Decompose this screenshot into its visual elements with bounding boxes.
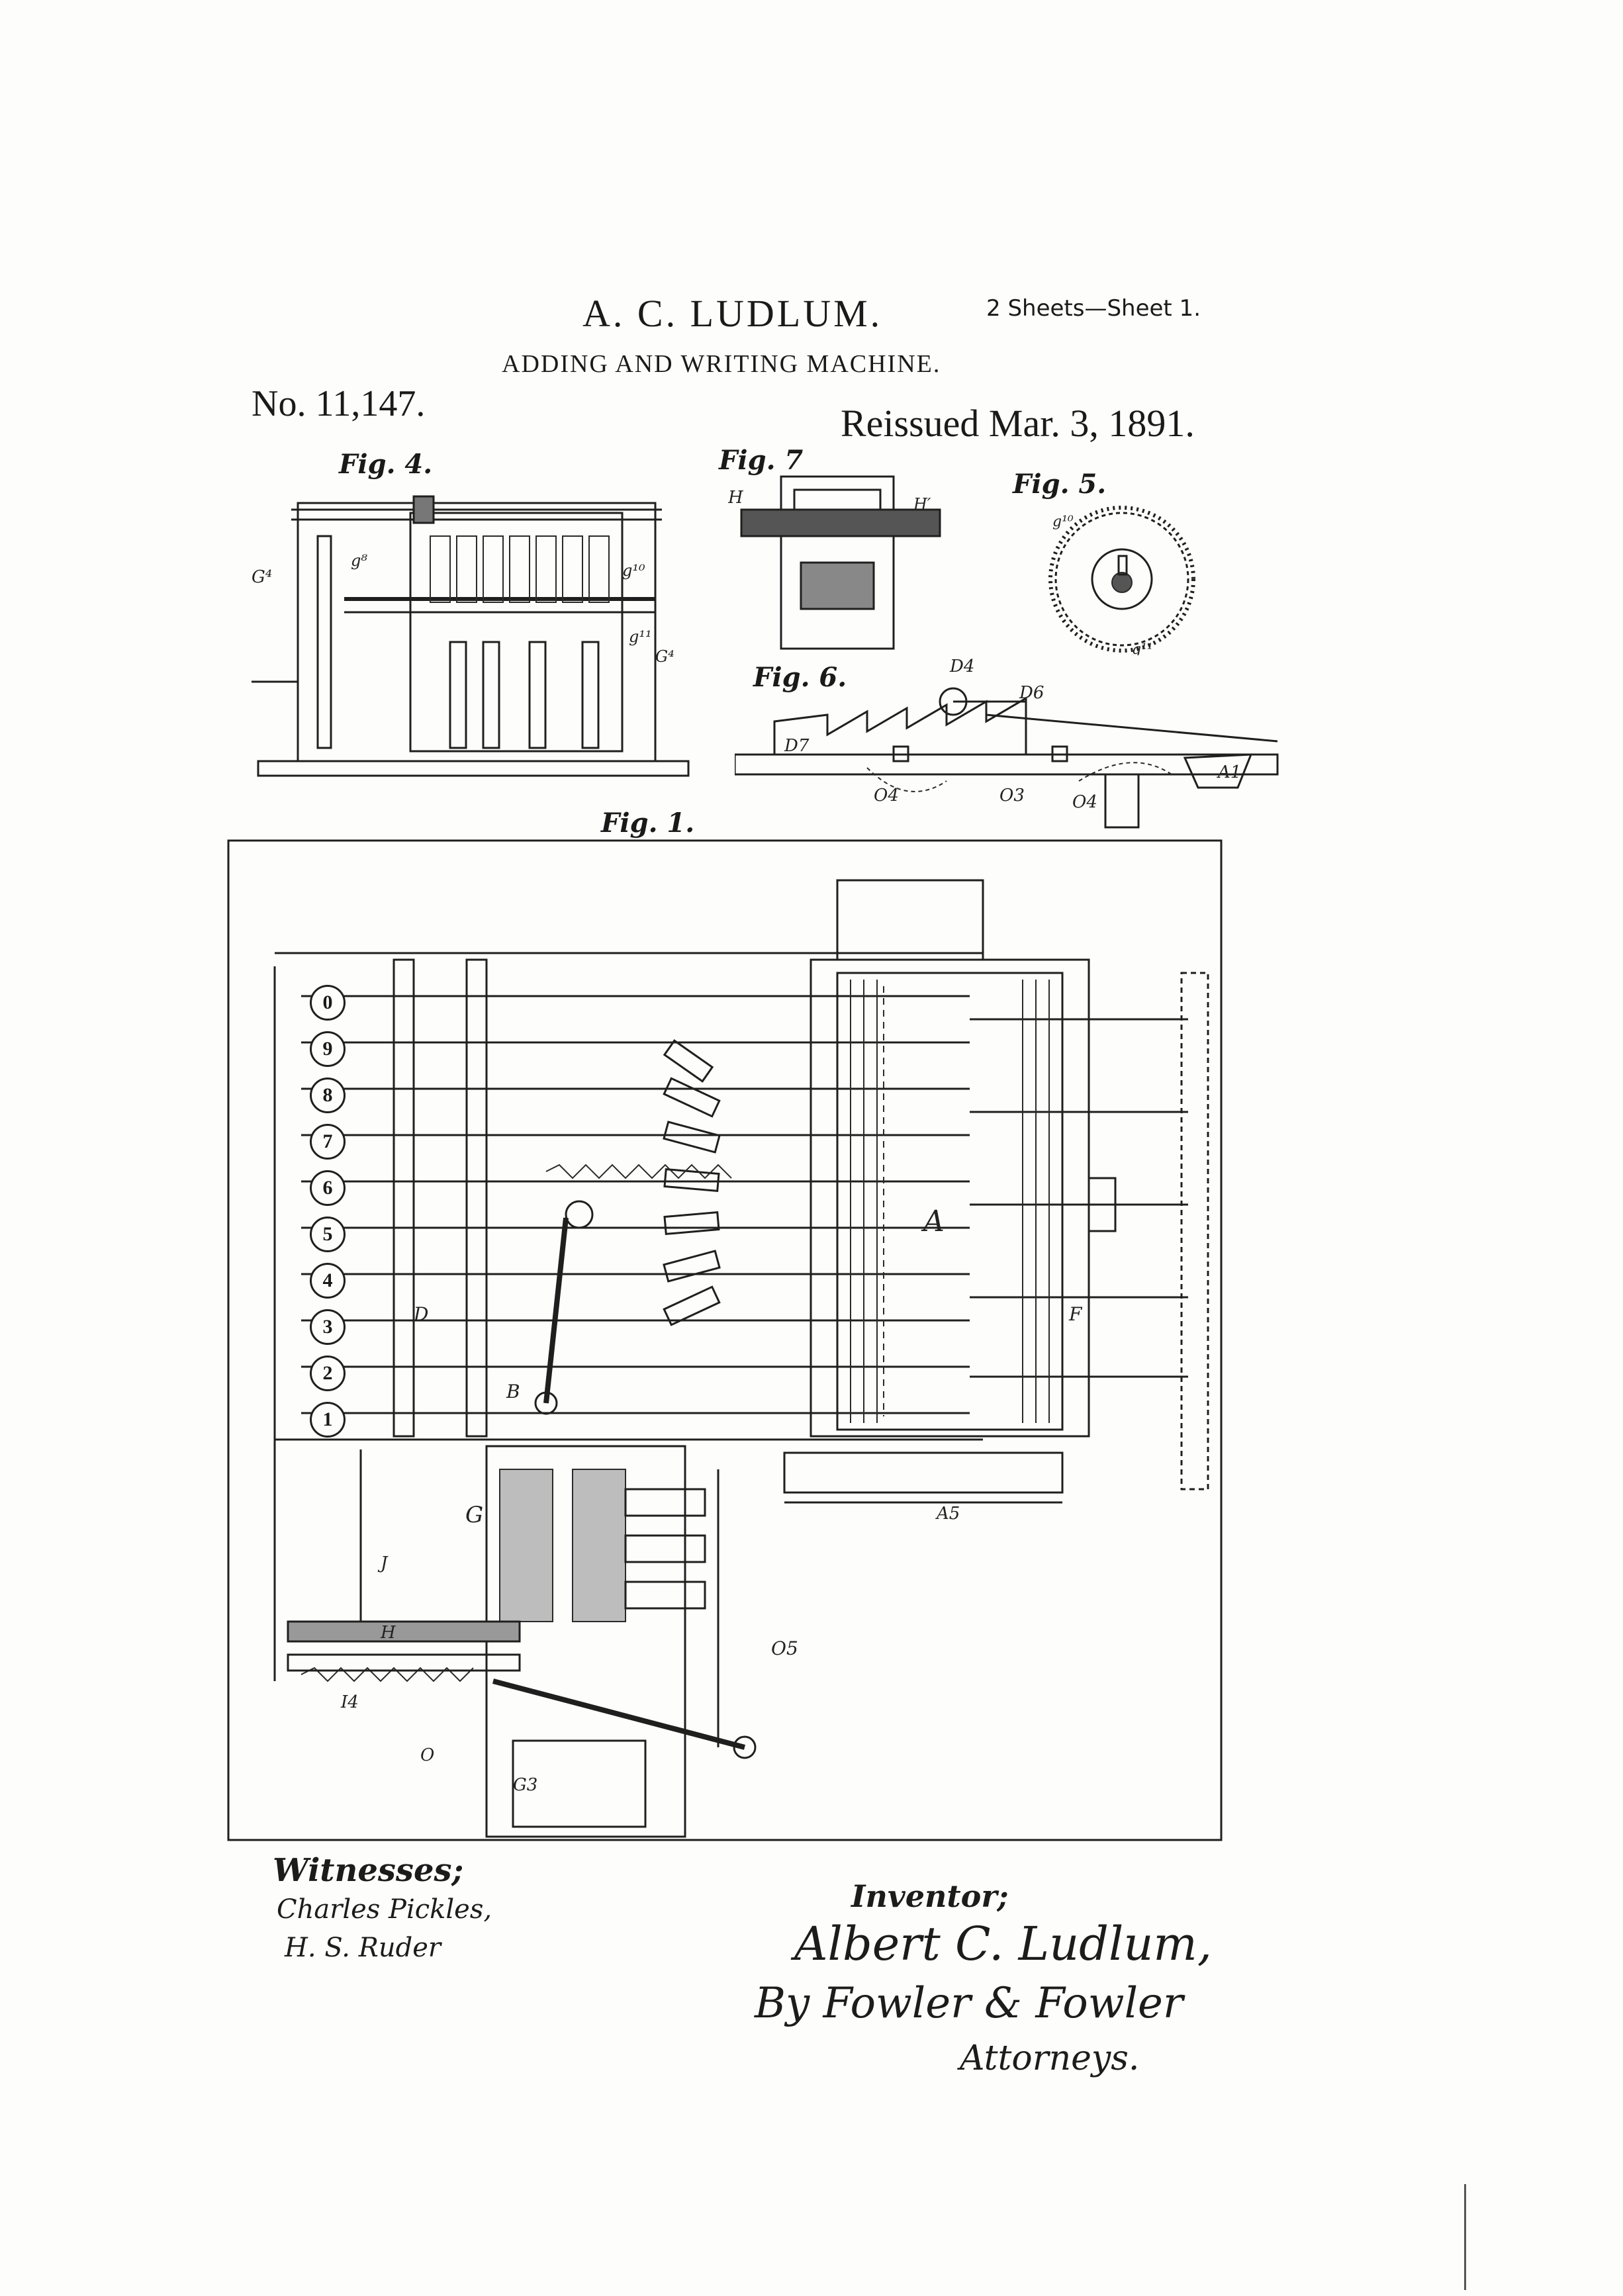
fig6-label-a1: A1: [1217, 762, 1241, 782]
attorneys-label: Attorneys.: [960, 2039, 1140, 2078]
fig1-drawing: A B D F G J O O5 A5 G3 I4 H: [227, 839, 1223, 1841]
fig7-drawing: H H′: [728, 475, 941, 650]
svg-text:g¹¹: g¹¹: [629, 627, 652, 646]
fig1-label-i4: I4: [340, 1692, 359, 1712]
witness-1-signature: Charles Pickles,: [277, 1894, 492, 1925]
svg-text:G⁴: G⁴: [655, 647, 674, 666]
svg-text:g¹¹: g¹¹: [1132, 641, 1153, 655]
key-1: 1: [310, 1402, 346, 1438]
svg-text:g⁸: g⁸: [351, 551, 367, 570]
fig6-label-d7: D7: [784, 736, 810, 756]
fig1-label-o: O: [420, 1745, 434, 1765]
fig1-label-a5: A5: [935, 1504, 960, 1524]
key-6: 6: [310, 1170, 346, 1206]
fig6-label: Fig. 6.: [753, 662, 847, 693]
fig1-label-g3: G3: [513, 1775, 537, 1795]
fig5-drawing: g¹⁰ g¹¹: [1048, 506, 1195, 655]
fig1-label-d: D: [413, 1303, 428, 1325]
fig7-label: Fig. 7: [719, 445, 804, 476]
fig6-label-d6: D6: [1019, 683, 1044, 703]
fig1-label-o5: O5: [771, 1637, 798, 1659]
inventor-signature: Albert C. Ludlum,: [794, 1917, 1213, 1971]
fig6-label-o4a: O4: [874, 786, 899, 805]
svg-text:g¹⁰: g¹⁰: [1052, 514, 1074, 530]
svg-text:H: H: [728, 488, 744, 508]
key-7: 7: [310, 1124, 346, 1160]
svg-text:H′: H′: [913, 495, 931, 514]
fig6-label-d4: D4: [949, 657, 974, 676]
fig1-label-g: G: [465, 1502, 483, 1528]
fig4-label: Fig. 4.: [339, 449, 433, 480]
fig6-label-o4b: O4: [1072, 792, 1097, 812]
key-3: 3: [310, 1309, 346, 1345]
svg-text:G⁴: G⁴: [252, 567, 272, 587]
witness-2-signature: H. S. Ruder: [285, 1933, 441, 1963]
key-5: 5: [310, 1217, 346, 1252]
key-9: 9: [310, 1031, 346, 1067]
sheet-count: 2 Sheets—Sheet 1.: [986, 295, 1201, 322]
fig1-label-h: H: [380, 1623, 396, 1643]
fig5-label: Fig. 5.: [1013, 469, 1107, 500]
attorney-signature: By Fowler & Fowler: [755, 1979, 1183, 2028]
fig1-label-b: B: [506, 1381, 520, 1402]
fig6-drawing: D4 D6 D7 O4 O3 O4 A1: [735, 657, 1279, 829]
key-2: 2: [310, 1355, 346, 1391]
inventor-heading: Inventor;: [851, 1878, 1009, 1914]
key-8: 8: [310, 1078, 346, 1113]
patent-number: No. 11,147.: [252, 383, 426, 424]
machine-title: ADDING AND WRITING MACHINE.: [502, 350, 941, 378]
fig1-label-j: J: [377, 1553, 389, 1573]
witnesses-heading: Witnesses;: [273, 1852, 464, 1889]
fig1-label: Fig. 1.: [601, 807, 695, 839]
key-0: 0: [310, 985, 346, 1021]
svg-text:g¹⁰: g¹⁰: [622, 561, 645, 580]
margin-rule: [1464, 2184, 1466, 2290]
inventor-name: A. C. LUDLUM.: [582, 292, 883, 335]
fig4-drawing: G⁴ g⁸ g¹⁰ g¹¹ G⁴: [252, 495, 690, 777]
key-rods: [301, 995, 970, 1414]
fig1-label-a: A: [921, 1205, 945, 1238]
reissue-date: Reissued Mar. 3, 1891.: [841, 402, 1195, 445]
key-4: 4: [310, 1263, 346, 1299]
fig1-label-f: F: [1068, 1303, 1083, 1325]
fig6-label-o3: O3: [999, 786, 1025, 805]
